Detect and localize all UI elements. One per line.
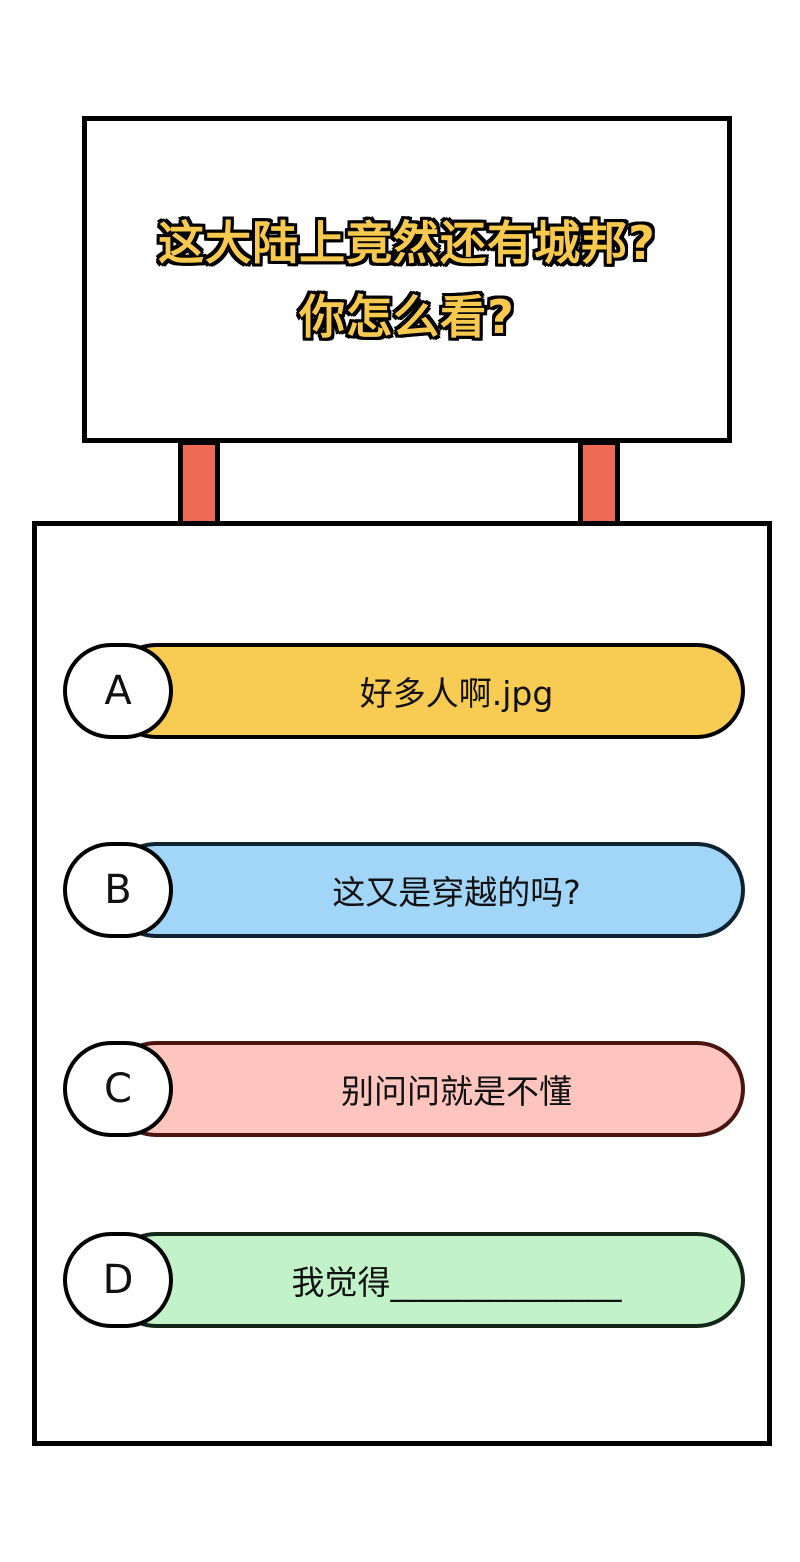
option-d-text: 我觉得______________ <box>291 1263 622 1302</box>
question-title-line-1: 这大陆上竟然还有城邦? <box>158 215 656 270</box>
option-a-text: 好多人啊.jpg <box>359 674 554 713</box>
option-c-button[interactable]: 别问问就是不懂 C <box>63 1041 745 1137</box>
option-d-letter: D <box>102 1257 134 1303</box>
option-b-letter: B <box>104 867 132 913</box>
option-a-badge: A <box>63 643 173 739</box>
option-a-button[interactable]: 好多人啊.jpg A <box>63 643 745 739</box>
option-d-badge: D <box>63 1232 173 1328</box>
sign-post-right <box>578 440 620 526</box>
option-d-bar[interactable]: 我觉得______________ <box>108 1232 745 1328</box>
option-c-badge: C <box>63 1041 173 1137</box>
option-b-text: 这又是穿越的吗? <box>332 873 581 912</box>
option-a-letter: A <box>104 668 132 714</box>
option-b-bar[interactable]: 这又是穿越的吗? <box>108 842 745 938</box>
question-title-line-2: 你怎么看? <box>299 289 515 344</box>
option-c-bar[interactable]: 别问问就是不懂 <box>108 1041 745 1137</box>
option-d-button[interactable]: 我觉得______________ D <box>63 1232 745 1328</box>
option-c-letter: C <box>104 1066 132 1112</box>
option-a-bar[interactable]: 好多人啊.jpg <box>108 643 745 739</box>
question-sign: 这大陆上竟然还有城邦? 你怎么看? <box>82 116 732 443</box>
option-b-button[interactable]: 这又是穿越的吗? B <box>63 842 745 938</box>
option-b-badge: B <box>63 842 173 938</box>
option-c-text: 别问问就是不懂 <box>341 1072 572 1111</box>
sign-post-left <box>178 440 220 526</box>
